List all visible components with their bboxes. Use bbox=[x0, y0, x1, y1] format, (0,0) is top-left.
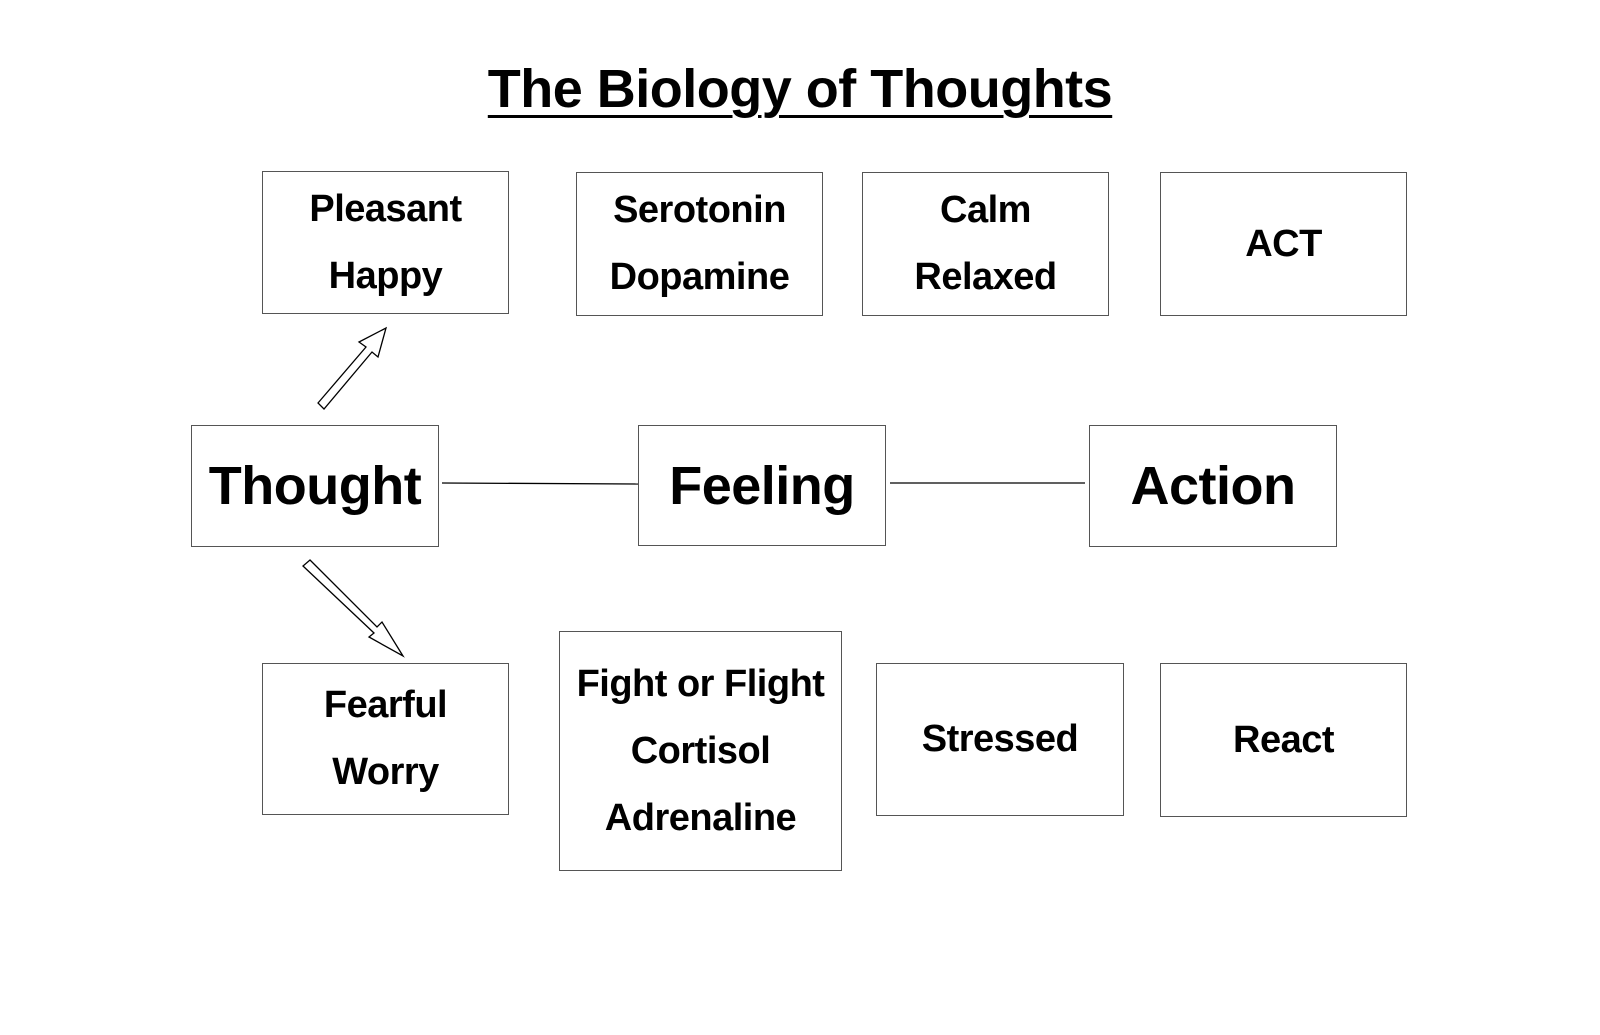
box-text: Serotonin bbox=[613, 189, 786, 231]
box-text: Pleasant bbox=[309, 187, 462, 230]
box-text: Adrenaline bbox=[604, 796, 797, 839]
box-text: Feeling bbox=[669, 455, 855, 516]
box-calm-relaxed: Calm Relaxed bbox=[862, 172, 1109, 316]
box-fearful-worry: Fearful Worry bbox=[262, 663, 509, 815]
box-serotonin-dopamine: Serotonin Dopamine bbox=[576, 172, 823, 316]
box-text: Dopamine bbox=[609, 256, 790, 298]
box-text: Worry bbox=[332, 751, 439, 793]
box-text: Action bbox=[1130, 456, 1297, 516]
arrow-down-right-icon bbox=[302, 559, 405, 658]
box-text: Happy bbox=[328, 254, 443, 297]
box-text: ACT bbox=[1245, 222, 1322, 265]
box-text: Relaxed bbox=[914, 256, 1057, 298]
box-fight-or-flight: Fight or Flight Cortisol Adrenaline bbox=[559, 631, 842, 871]
box-text: Calm bbox=[940, 189, 1031, 231]
box-stressed: Stressed bbox=[876, 663, 1124, 816]
box-feeling: Feeling bbox=[638, 425, 886, 546]
box-action: Action bbox=[1089, 425, 1337, 547]
arrow-up-right-icon bbox=[317, 326, 388, 410]
box-text: React bbox=[1233, 718, 1335, 761]
box-act: ACT bbox=[1160, 172, 1407, 316]
box-text: Fight or Flight bbox=[576, 662, 825, 705]
box-text: Cortisol bbox=[630, 729, 771, 772]
connector-thought-feeling bbox=[441, 482, 639, 485]
box-text: Fearful bbox=[323, 684, 448, 726]
box-pleasant-happy: Pleasant Happy bbox=[262, 171, 509, 314]
box-thought: Thought bbox=[191, 425, 439, 547]
box-react: React bbox=[1160, 663, 1407, 817]
box-text: Stressed bbox=[921, 718, 1079, 760]
diagram-title: The Biology of Thoughts bbox=[487, 59, 1113, 119]
box-text: Thought bbox=[208, 456, 422, 516]
